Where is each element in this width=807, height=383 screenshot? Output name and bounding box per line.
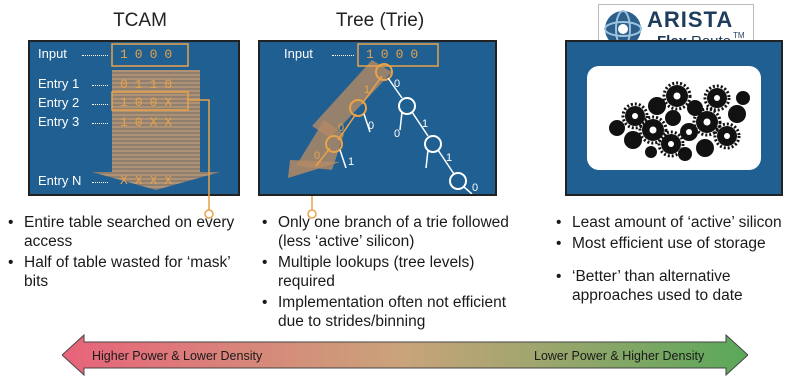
trie-panel: Input 1000 1 0 0 0 1 0 1 0 1 0: [258, 40, 497, 196]
trie-edge-label: 1: [446, 152, 453, 164]
bullet-item: ‘Better’ than alternative approaches use…: [556, 267, 806, 305]
dotted-arrow-icon: [332, 55, 354, 56]
gears-icon: [609, 81, 750, 161]
trie-edge-label: 0: [314, 150, 321, 162]
dotted-arrow-icon: [92, 123, 108, 124]
trademark: TM: [733, 31, 745, 40]
tcam-panel: Input 1000 Entry 1 0110 Entry 2 100X Ent…: [28, 40, 240, 196]
trie-edge-label: 0: [368, 120, 375, 132]
trie-input-label: Input: [284, 46, 313, 61]
dotted-arrow-icon: [82, 55, 108, 56]
tcam-entry-bits: 10XX: [120, 115, 180, 130]
dotted-arrow-icon: [92, 85, 108, 86]
bar-left-text: Higher Power & Lower Density: [92, 349, 263, 363]
bullet-item: Multiple lookups (tree levels) required: [262, 253, 522, 291]
bullet-item: Least amount of ‘active’ silicon: [556, 213, 806, 232]
dotted-arrow-icon: [92, 104, 108, 105]
tcam-entry-label: Entry 1: [38, 76, 80, 91]
tcam-title: TCAM: [113, 10, 167, 31]
gears-box: [587, 66, 761, 170]
arista-name: ARISTA: [647, 7, 734, 32]
tcam-entry-bits: 0110: [120, 77, 180, 92]
bar-right-text: Lower Power & Higher Density: [534, 349, 705, 363]
tcam-input-bits: 1000: [120, 47, 180, 62]
trie-edge-label: 1: [348, 156, 355, 168]
power-density-arrow: [62, 334, 748, 376]
bullet-item: Implementation often not efficient due t…: [262, 293, 522, 331]
tcam-entry-bits: XXXX: [120, 173, 180, 188]
tcam-entry-label: Entry N: [38, 173, 82, 188]
dotted-arrow-icon: [92, 182, 108, 183]
trie-edge-label: 0: [394, 78, 401, 90]
tcam-entry-label: Entry 3: [38, 114, 80, 129]
tcam-entry-bits: 100X: [120, 95, 180, 110]
arista-panel: [565, 40, 783, 196]
bullet-item: Only one branch of a trie followed (less…: [262, 213, 522, 251]
arista-bullets: Least amount of ‘active’ silicon Most ef…: [556, 213, 806, 307]
tcam-input-label: Input: [38, 46, 67, 61]
trie-edge-label: 1: [422, 118, 429, 130]
bullet-item: Entire table searched on every access: [8, 213, 243, 251]
bullet-item: Half of table wasted for ‘mask’ bits: [8, 253, 243, 291]
trie-bullets: Only one branch of a trie followed (less…: [262, 213, 522, 333]
trie-input-bits: 1000: [366, 47, 426, 62]
trie-edge-label: 0: [472, 182, 479, 194]
trie-edge-label: 0: [394, 128, 401, 140]
bullet-item: Most efficient use of storage: [556, 234, 806, 253]
trie-diagram: [288, 43, 473, 194]
trie-title: Tree (Trie): [335, 10, 425, 31]
trie-edge-label: 0: [338, 122, 345, 134]
tcam-bullets: Entire table searched on every access Ha…: [8, 213, 243, 293]
tcam-entry-label: Entry 2: [38, 95, 80, 110]
trie-edge-label: 1: [364, 84, 371, 96]
